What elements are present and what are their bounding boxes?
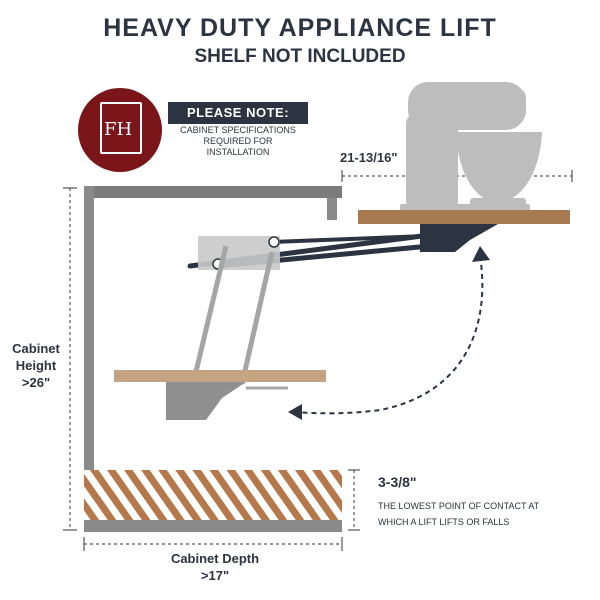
- cabinet-bottom-hatch: [84, 470, 342, 520]
- note-line: CABINET SPECIFICATIONS: [180, 125, 296, 135]
- contact-desc-line: WHICH A LIFT LIFTS OR FALLS: [378, 517, 510, 527]
- motion-path-arrow: [295, 255, 484, 415]
- mixer-icon: [400, 82, 542, 212]
- cabinet-height-line: Cabinet: [12, 341, 60, 356]
- note-heading: PLEASE NOTE:: [168, 102, 308, 124]
- lowered-arm-right: [239, 251, 275, 385]
- cabinet-bottom-panel: [84, 520, 342, 532]
- arrow-head-up-icon: [472, 246, 490, 262]
- contact-point-label: 3-3/8": [378, 474, 417, 490]
- cabinet-depth-line: >17": [200, 568, 230, 583]
- contact-point-description: THE LOWEST POINT OF CONTACT AT WHICH A L…: [378, 498, 578, 530]
- logo-frame-icon: [100, 102, 142, 154]
- note-line: INSTALLATION: [206, 147, 270, 157]
- pivot-point-icon: [268, 236, 280, 248]
- cabinet-depth-label: Cabinet Depth >17": [140, 550, 290, 584]
- contact-desc-line: THE LOWEST POINT OF CONTACT AT: [378, 501, 540, 511]
- lift-bracket-raised: [420, 224, 498, 252]
- mounting-bracket: [198, 236, 280, 270]
- shelf-raised: [358, 210, 570, 224]
- note-line: REQUIRED FOR: [203, 136, 273, 146]
- cabinet-top-panel: [84, 186, 342, 198]
- cabinet-height-line: Height: [15, 358, 57, 373]
- note-body: CABINET SPECIFICATIONS REQUIRED FOR INST…: [168, 125, 308, 158]
- lowered-arm-left: [191, 245, 229, 381]
- brand-logo: FH: [78, 88, 162, 172]
- cabinet-side-wall: [84, 186, 94, 531]
- cabinet-top-lip: [327, 198, 337, 220]
- cabinet-depth-line: Cabinet Depth: [170, 551, 260, 566]
- lift-bracket-lowered: [166, 382, 246, 420]
- arrow-head-left-icon: [288, 404, 302, 420]
- lift-arm-link: [270, 234, 428, 244]
- cabinet-height-line: >26": [21, 375, 51, 390]
- shelf-width-label: 21-13/16": [340, 150, 398, 165]
- cabinet-height-label: Cabinet Height >26": [2, 340, 70, 391]
- logo-text: FH: [104, 119, 133, 140]
- page-title: HEAVY DUTY APPLIANCE LIFT: [103, 14, 497, 42]
- page-subtitle: SHELF NOT INCLUDED: [194, 46, 406, 67]
- shelf-lowered: [114, 370, 326, 382]
